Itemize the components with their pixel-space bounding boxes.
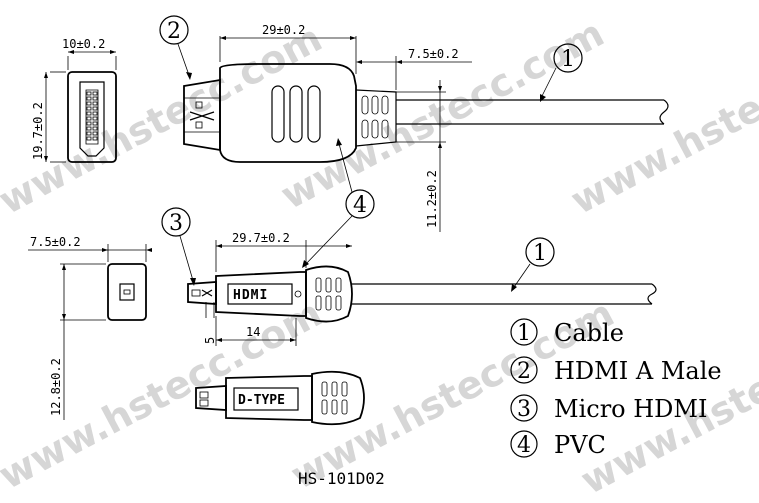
dim-a-length: 29±0.2: [262, 23, 305, 37]
boot-rib: [321, 381, 328, 397]
legend-text-3: Micro HDMI: [554, 395, 707, 423]
dim-micro-length: 29.7±0.2: [232, 231, 290, 245]
pin: [86, 121, 92, 126]
pin: [86, 126, 92, 131]
boot-rib: [325, 277, 332, 293]
legend-text-4: PVC: [554, 431, 606, 459]
callouts: 2 1 4 3 1: [159, 15, 583, 292]
pin: [86, 96, 92, 101]
dim-a-cable: 11.2±0.2: [425, 170, 439, 228]
callout-2: 2: [167, 19, 181, 44]
dim-micro-width: 7.5±0.2: [30, 235, 81, 249]
pin: [86, 101, 92, 106]
boot-rib: [371, 95, 379, 115]
callout-1-bottom: 1: [533, 241, 547, 266]
legend-num-4: 4: [517, 433, 531, 458]
callout-3: 3: [169, 211, 183, 236]
watermark-2: www.hstecc.com: [274, 11, 611, 218]
hdmi-plug-label: HDMI: [233, 288, 268, 303]
pin: [92, 121, 98, 126]
pin: [86, 106, 92, 111]
dim-micro-body: 14: [246, 325, 260, 339]
boot-rib: [331, 381, 338, 397]
boot-rib: [381, 95, 389, 115]
legend-text-1: Cable: [554, 319, 624, 347]
pin: [92, 106, 98, 111]
pin: [86, 136, 92, 141]
boot-rib: [341, 381, 348, 397]
dim-micro-tip: 5: [203, 337, 217, 344]
pin: [86, 131, 92, 136]
boot-rib: [315, 277, 322, 293]
boot-rib: [361, 119, 369, 139]
pin: [92, 126, 98, 131]
hdmi-a-side-view: 29±0.2 7.5±0.2 11.2±0.2: [183, 23, 669, 232]
callout-4: 4: [353, 193, 367, 218]
legend-num-1: 1: [517, 321, 531, 346]
pin: [92, 116, 98, 121]
pin: [92, 111, 98, 116]
boot-rib: [361, 95, 369, 115]
dim-a-height: 19.7±0.2: [31, 102, 45, 160]
watermark-group: www.hstecc.com www.hstecc.com www.hstecc…: [0, 11, 759, 503]
boot-rib: [321, 399, 328, 415]
dim-micro-height: 12.8±0.2: [49, 358, 63, 416]
boot-rib: [315, 295, 322, 311]
boot-rib: [371, 119, 379, 139]
pin: [86, 111, 92, 116]
boot-rib: [325, 295, 332, 311]
boot-rib: [335, 295, 342, 311]
pin: [92, 136, 98, 141]
pin: [92, 131, 98, 136]
dim-a-width: 10±0.2: [62, 37, 105, 51]
pin: [92, 96, 98, 101]
dtype-plug: D-TYPE: [195, 370, 365, 426]
micro-hdmi-front-view: 7.5±0.2 12.8±0.2: [28, 235, 152, 420]
dtype-plug-label: D-TYPE: [238, 393, 285, 408]
boot-rib: [335, 277, 342, 293]
dim-a-boot: 7.5±0.2: [408, 47, 459, 61]
boot-rib: [381, 119, 389, 139]
legend-text-2: HDMI A Male: [554, 357, 722, 385]
hdmi-a-front-view: 10±0.2 19.7±0.2: [31, 37, 117, 163]
boot-rib: [331, 399, 338, 415]
pin: [92, 101, 98, 106]
model-number: HS-101D02: [298, 469, 385, 488]
legend: 1 Cable 2 HDMI A Male 3 Micro HDMI 4 PVC: [510, 318, 722, 459]
legend-num-2: 2: [517, 359, 531, 384]
boot-rib: [341, 399, 348, 415]
pin: [86, 91, 92, 96]
callout-1-top: 1: [561, 47, 575, 72]
pin: [86, 116, 92, 121]
micro-hdmi-side-view: HDMI 29.7±0.2 14 5: [187, 231, 657, 346]
pin: [92, 91, 98, 96]
legend-num-3: 3: [517, 397, 531, 422]
